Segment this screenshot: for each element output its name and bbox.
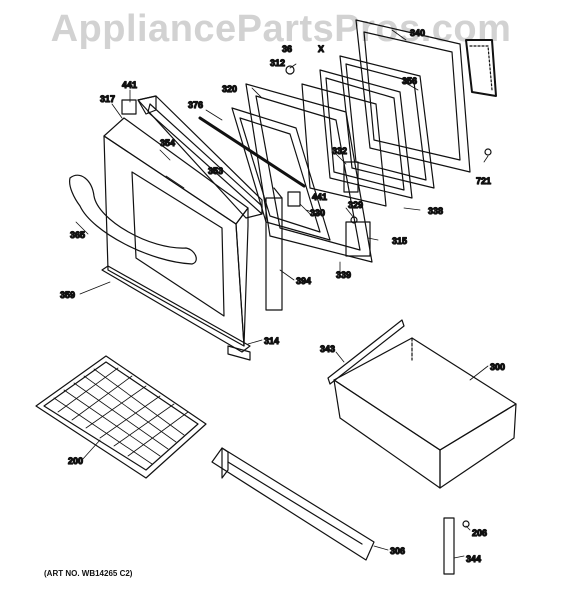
callout-x: X (318, 44, 324, 54)
leader-lines (75, 29, 489, 559)
callout-200: 200 (68, 456, 83, 466)
callout-376: 376 (188, 100, 203, 110)
callout-329: 329 (348, 200, 363, 210)
door-hinge-314 (227, 345, 251, 361)
callout-441: 441 (122, 80, 137, 90)
callout-353: 353 (208, 166, 223, 176)
screw-206 (462, 520, 470, 528)
drawer-rail-343 (327, 319, 405, 385)
callout-206: 206 (472, 528, 487, 538)
door-back-frame-340 (355, 19, 471, 173)
bracket-441b (287, 191, 301, 207)
drawer-bracket-344 (443, 517, 455, 575)
storage-drawer-300 (333, 337, 517, 489)
door-handle-365 (69, 174, 197, 265)
callout-354: 354 (160, 138, 175, 148)
callout-441b: 441 (312, 192, 327, 202)
callout-320: 320 (222, 84, 237, 94)
door-glass-panes-338 (301, 55, 435, 207)
screw-312 (285, 65, 295, 75)
drawer-front-306 (211, 447, 375, 561)
callout-332: 332 (332, 146, 347, 156)
callout-315: 315 (392, 236, 407, 246)
door-gasket (465, 39, 497, 97)
door-frame-354 (137, 95, 283, 311)
outer-door-panel-317 (103, 117, 249, 347)
callout-300: 300 (490, 362, 505, 372)
callout-338: 338 (428, 206, 443, 216)
callout-36: 36 (282, 44, 292, 54)
callout-339: 339 (336, 270, 351, 280)
callout-343: 343 (320, 344, 335, 354)
callout-330: 330 (310, 208, 325, 218)
callout-306: 306 (390, 546, 405, 556)
callout-365: 365 (70, 230, 85, 240)
screw-329 (350, 216, 358, 224)
door-trim-359 (101, 265, 251, 353)
bracket-441 (121, 99, 137, 115)
watermark: AppliancePartsPros.com (50, 8, 512, 50)
callout-344: 344 (466, 554, 481, 564)
callout-312: 312 (270, 58, 285, 68)
callout-314: 314 (264, 336, 279, 346)
callout-317: 317 (100, 94, 115, 104)
callout-721: 721 (476, 176, 491, 186)
art-number: (ART NO. WB14265 C2) (44, 569, 133, 578)
callout-356: 356 (402, 76, 417, 86)
callout-340: 340 (410, 28, 425, 38)
door-strip-376 (198, 116, 306, 188)
oven-rack-200 (35, 355, 207, 479)
screw-721 (484, 148, 492, 156)
callout-394: 394 (296, 276, 311, 286)
door-liner-330 (231, 107, 331, 241)
inner-door-panel-320 (245, 83, 373, 263)
callout-359: 359 (60, 290, 75, 300)
